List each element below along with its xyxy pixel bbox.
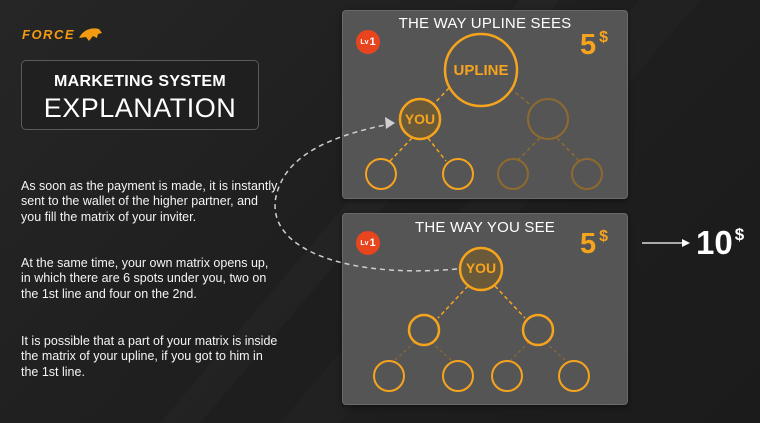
connector-line bbox=[394, 341, 416, 361]
total-result: 10$ bbox=[696, 224, 744, 262]
matrix-node bbox=[521, 313, 555, 347]
connector-line bbox=[516, 137, 541, 162]
matrix-node bbox=[407, 313, 441, 347]
title-secondary: EXPLANATION bbox=[43, 93, 237, 123]
matrix-node bbox=[442, 158, 474, 190]
logo-text: FORCE bbox=[22, 26, 75, 42]
upline-node-label: UPLINE bbox=[453, 62, 509, 79]
upline-root-node bbox=[443, 32, 519, 108]
level-prefix: Lv bbox=[360, 38, 369, 46]
matrix-node bbox=[491, 360, 523, 392]
connector-line bbox=[510, 341, 530, 361]
you-node-label: YOU bbox=[404, 111, 436, 127]
connector-line bbox=[427, 137, 447, 162]
connector-line bbox=[389, 137, 413, 162]
price-value: 5 bbox=[580, 29, 597, 61]
force-logo: FORCE bbox=[22, 24, 103, 44]
connector-line bbox=[494, 285, 526, 319]
matrix-node bbox=[442, 360, 474, 392]
connector-line bbox=[556, 137, 580, 162]
your-matrix-tree bbox=[373, 246, 590, 392]
upline-matrix-tree bbox=[365, 32, 603, 190]
matrix-node bbox=[373, 360, 405, 392]
empty-node bbox=[497, 158, 529, 190]
you-root-node bbox=[458, 246, 504, 292]
price-value: 5 bbox=[580, 228, 597, 260]
result-currency: $ bbox=[734, 225, 745, 244]
connector-line bbox=[509, 87, 534, 108]
connector-line bbox=[544, 341, 566, 361]
price-currency: $ bbox=[599, 228, 609, 245]
title-panel: MARKETING SYSTEM EXPLANATION bbox=[21, 60, 259, 130]
price-currency: $ bbox=[599, 29, 609, 46]
connector-line bbox=[437, 285, 469, 319]
your-view-price: 5$ bbox=[580, 228, 608, 261]
upline-view-title: THE WAY UPLINE SEES bbox=[398, 15, 572, 32]
upline-view-price: 5$ bbox=[580, 29, 608, 62]
matrix-node bbox=[365, 158, 397, 190]
level-number: 1 bbox=[369, 36, 376, 48]
paragraph-upline-overlap: It is possible that a part of your matri… bbox=[21, 334, 278, 379]
you-node-label: YOU bbox=[465, 260, 497, 276]
paragraph-own-matrix: At the same time, your own matrix opens … bbox=[21, 256, 269, 301]
connector-line bbox=[430, 341, 452, 361]
panther-logo-icon bbox=[79, 28, 102, 41]
empty-node bbox=[527, 98, 569, 140]
matrix-node bbox=[558, 360, 590, 392]
empty-node bbox=[571, 158, 603, 190]
paragraph-payment: As soon as the payment is made, it is in… bbox=[21, 179, 278, 224]
title-primary: MARKETING SYSTEM bbox=[54, 73, 226, 90]
result-value: 10 bbox=[696, 224, 733, 261]
